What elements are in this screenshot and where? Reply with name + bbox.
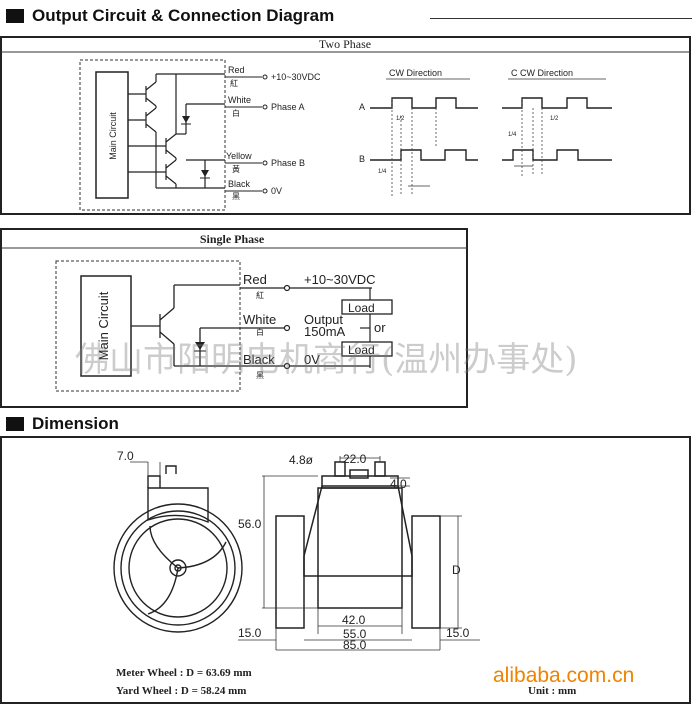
dim-85: 85.0 [343,638,367,652]
two-phase-phase-b: Phase B [271,158,305,168]
waveform-b-label: B [359,154,365,164]
dimension-header: Dimension [6,414,119,434]
header-rule [430,18,692,19]
single-phase-current: 150mA [304,324,346,339]
single-phase-black-label: Black [243,352,275,367]
single-phase-output: Output [304,312,343,327]
two-phase-phase-a: Phase A [271,102,305,112]
single-phase-title: Single Phase [200,232,265,246]
output-circuit-title: Output Circuit & Connection Diagram [32,6,335,25]
ccw-half-marker: 1/2 [550,116,559,122]
two-phase-panel: Two Phase Main Circuit [0,36,691,215]
cw-half-marker: 1/2 [396,116,405,122]
two-phase-main-circuit: Main Circuit [108,112,118,160]
ccw-direction-label: C CW Direction [511,68,573,78]
single-phase-main-circuit: Main Circuit [96,291,111,360]
cw-quarter-marker: 1/4 [378,169,387,175]
two-phase-yellow-cn: 黃 [232,164,240,174]
meter-wheel-spec: Meter Wheel : D = 63.69 mm [116,667,252,679]
single-phase-supply: +10~30VDC [304,272,376,287]
dim-56: 56.0 [238,517,262,531]
dim-42: 42.0 [342,613,366,627]
dimension-title: Dimension [32,414,119,433]
single-phase-black-cn: 黑 [256,371,264,380]
single-phase-panel: Single Phase Main Circuit Red White Blac… [0,228,468,408]
single-phase-red-label: Red [243,272,267,287]
watermark: 佛山市阳明电机商行(温州办事处) [75,340,578,380]
alibaba-brand-watermark: alibaba.com.cn [493,664,635,687]
single-phase-or: or [374,320,386,335]
waveform-a-label: A [359,102,365,112]
dimension-panel: 7.0 4.8ø 22.0 4.0 56.0 [0,436,691,704]
load-top: Load [348,301,375,315]
two-phase-supply: +10~30VDC [271,72,321,82]
dim-55: 55.0 [343,627,367,641]
dim-22: 22.0 [343,452,367,466]
two-phase-black-cn: 黑 [232,192,240,201]
two-phase-0v: 0V [271,186,282,196]
two-phase-yellow-label: Yellow [226,151,252,161]
dim-15-left: 15.0 [238,626,262,640]
output-circuit-header: Output Circuit & Connection Diagram [6,6,334,26]
dim-7: 7.0 [117,449,134,463]
two-phase-white-cn: 白 [232,108,240,118]
dim-15-right: 15.0 [446,626,470,640]
single-phase-white-cn: 白 [256,327,264,337]
two-phase-white-label: White [228,95,251,105]
single-phase-0v: 0V [304,352,320,367]
unit-label: Unit : mm [528,685,576,697]
dim-48: 4.8ø [289,453,314,467]
dim-d: D [452,563,461,577]
ccw-quarter-marker: 1/4 [508,132,517,138]
yard-wheel-spec: Yard Wheel : D = 58.24 mm [116,685,246,697]
cw-direction-label: CW Direction [389,68,442,78]
dim-4: 4.0 [390,477,407,491]
header-square-icon [6,417,24,431]
two-phase-red-label: Red [228,65,245,75]
header-square-icon [6,9,24,23]
single-phase-red-cn: 紅 [256,290,264,300]
two-phase-black-label: Black [228,179,251,189]
single-phase-white-label: White [243,312,276,327]
load-bottom: Load [348,343,375,357]
two-phase-title: Two Phase [319,37,371,51]
two-phase-red-cn: 紅 [230,78,238,88]
